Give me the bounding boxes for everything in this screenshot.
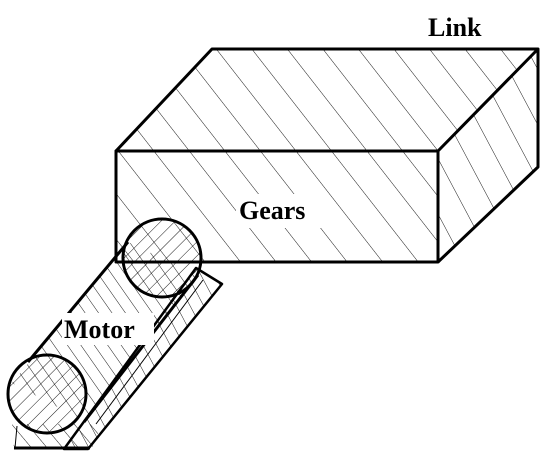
gear-box-side-face [438, 49, 538, 262]
link-label: Link [428, 13, 482, 42]
motor-body-top-edge [26, 241, 130, 363]
motor-top-end-cap [121, 217, 203, 299]
gear-box-side-outline [436, 49, 540, 264]
motor-wedge-inner-edge [95, 279, 204, 425]
gear-box-top-face [116, 49, 538, 151]
motor-body-bottom-edge [82, 274, 200, 423]
motor-base-left-edge [14, 425, 18, 449]
motor-bottom-end-cap [6, 353, 88, 435]
motor-label: Motor [64, 315, 135, 344]
gears-label: Gears [239, 196, 305, 225]
motor-label-background [62, 313, 154, 345]
gears-label-background [236, 194, 326, 228]
